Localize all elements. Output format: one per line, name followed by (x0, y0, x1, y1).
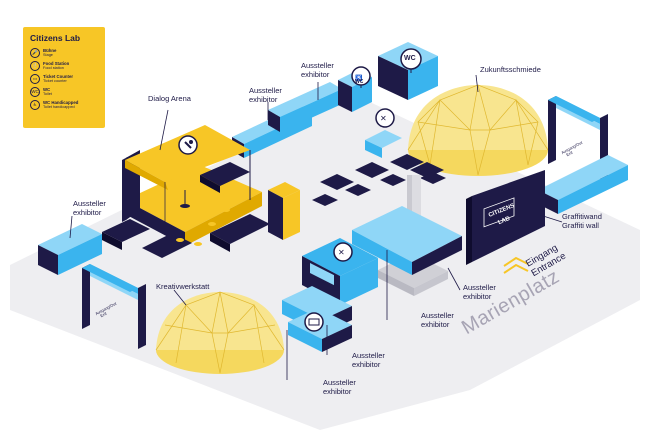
exhibitor-stand-yellow[interactable] (268, 182, 300, 240)
exhibitor-label: Aussteller exhibitor (352, 351, 385, 369)
exhibitor-label: Aussteller exhibitor (249, 86, 282, 104)
graffiti-wall[interactable] (466, 170, 545, 265)
zukunftsschmiede-label: Zukunftsschmiede (480, 65, 541, 74)
exhibitor-stand-center[interactable] (352, 206, 462, 275)
legend-label: WC Handicapped (43, 100, 79, 105)
exhibitor-label-de: Aussteller (249, 86, 282, 95)
exhibitor-label: Aussteller exhibitor (323, 378, 356, 396)
food-icon: 🍴 (30, 61, 40, 71)
exit-arch-left[interactable] (82, 264, 146, 349)
legend-sublabel: Toilet handicapped (43, 105, 75, 109)
zukunftsschmiede-dome[interactable] (407, 84, 549, 176)
legend-label: Ticket Counter (43, 74, 74, 79)
ticket-icon: ▭ (30, 74, 40, 84)
exhibitor-label: Aussteller exhibitor (73, 199, 106, 217)
wc-icon: WC (30, 87, 40, 97)
accessible-wc-icon: ♿ (30, 100, 40, 110)
food-sign-top (375, 108, 395, 128)
seating-area (312, 154, 446, 206)
exhibitor-label-de: Aussteller (73, 199, 106, 208)
dialog-arena-stage[interactable] (102, 122, 270, 258)
exhibitor-label-de: Aussteller (301, 61, 334, 70)
exhibitor-label-de: Aussteller (352, 351, 385, 360)
exhibitor-label-en: exhibitor (463, 292, 492, 301)
legend-label: Bühne (43, 48, 57, 53)
exhibitor-label-en: exhibitor (73, 208, 102, 217)
legend-sublabel: Toilet (43, 92, 52, 96)
food-station-top[interactable] (365, 130, 402, 158)
dialog-arena-label: Dialog Arena (148, 94, 191, 103)
exhibitor-label-en: exhibitor (352, 360, 381, 369)
exhibitor-label-en: exhibitor (421, 320, 450, 329)
svg-text:♿: ♿ (355, 74, 363, 82)
legend-sublabel: Stage (43, 53, 53, 57)
legend-title: Citizens Lab (30, 33, 81, 43)
exhibitor-label: Aussteller exhibitor (463, 283, 496, 301)
kreativwerkstatt-dome[interactable] (155, 291, 285, 374)
exhibitor-label: Aussteller exhibitor (301, 61, 334, 79)
legend-label: Food Station (43, 61, 70, 66)
graffiti-wall-label-en: Graffiti wall (562, 221, 599, 230)
exhibitor-label-de: Aussteller (463, 283, 496, 292)
exhibitor-label: Aussteller exhibitor (421, 311, 454, 329)
exhibitor-label-en: exhibitor (323, 387, 352, 396)
leader-lines (69, 74, 563, 380)
exhibitor-stand-left[interactable] (38, 224, 102, 275)
exhibitor-label-en: exhibitor (249, 95, 278, 104)
entrance-arrows (503, 256, 529, 274)
food-sign-truck (333, 242, 353, 262)
kreativwerkstatt-label: Kreativwerkstatt (156, 282, 210, 291)
ticket-sign (304, 312, 324, 332)
legend-label: WC (43, 87, 51, 92)
exhibitor-label-en: exhibitor (301, 70, 330, 79)
legend-sublabel: Food station (43, 66, 64, 70)
accessible-wc-sign-label: WC (355, 79, 364, 85)
graffiti-wall-label: Graffitiwand Graffiti wall (562, 212, 602, 230)
exhibitor-label-de: Aussteller (421, 311, 454, 320)
exhibitor-stand-top[interactable] (232, 82, 342, 158)
svg-text:✕: ✕ (338, 248, 345, 257)
svg-text:✕: ✕ (380, 114, 387, 123)
exhibitor-label-de: Aussteller (323, 378, 356, 387)
wc-sign-label: WC (404, 55, 416, 62)
legend-sublabel: Ticket counter (43, 79, 67, 83)
graffiti-wall-label-de: Graffitiwand (562, 212, 602, 221)
mic-icon: 🎤 (30, 48, 40, 58)
